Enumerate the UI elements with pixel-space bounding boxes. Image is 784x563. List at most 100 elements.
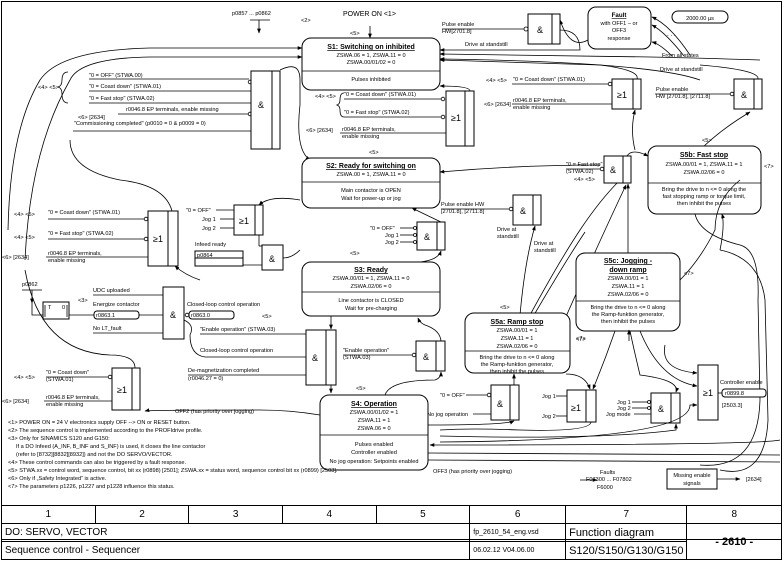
svg-text:No jog operation: Setpoints en: No jog operation: Setpoints enabled [330,459,419,465]
svg-text:Controller enabled: Controller enabled [351,450,397,456]
svg-text:OFF3: OFF3 [612,28,626,34]
svg-text:ZSWA.02/06 = 0: ZSWA.02/06 = 0 [684,170,725,176]
svg-text:&: & [658,404,664,414]
svg-text:0: 0 [62,305,65,311]
r0899-field [721,388,767,398]
svg-text:<5>: <5> [350,251,360,257]
svg-text:No LT_fault: No LT_fault [93,326,122,332]
svg-text:≥1: ≥1 [571,403,581,413]
svg-text:Bring the drive to n <= 0 alon: Bring the drive to n <= 0 along the [662,187,746,193]
svg-text:<3>: <3> [78,298,88,304]
timer-badge [671,10,729,24]
hw-2701-label: HW[2701.8] [442,29,472,35]
svg-text:Jog 1: Jog 1 [617,400,631,406]
svg-text:ZSWA.00/01/02 = 1: ZSWA.00/01/02 = 1 [350,410,399,416]
svg-text:(STWA.03): (STWA.03) [343,355,371,361]
footnotes: <1> POWER ON = 24 V electronics supply O… [8,420,338,490]
s5c-title: S5c: Jogging - [604,258,653,265]
svg-text:UDC uploaded: UDC uploaded [93,288,130,294]
svg-text:ZSWA.00/01 = 1: ZSWA.00/01 = 1 [608,276,649,282]
svg-text:<7>: <7> [684,271,694,277]
s1-desc: Pulses inhibited [351,77,390,83]
and-gate-fast-stop: & [603,155,632,184]
svg-text:"0 = Fast stop" (STWA.02): "0 = Fast stop" (STWA.02) [344,110,410,116]
device-list: S120/S150/G130/G150 [565,541,688,560]
s5b-title: S5b: Fast stop [680,152,728,159]
or-gate-controller-enable: ≥1 [697,364,719,421]
svg-text:standstill: standstill [497,234,519,240]
svg-text:the Ramp-funktion generator,: the Ramp-funktion generator, [592,312,665,318]
svg-text:r0046.8 EP terminals, enable m: r0046.8 EP terminals, enable missing [126,107,219,113]
svg-text:enable missing: enable missing [46,402,83,408]
svg-text:then inhibit the pulses: then inhibit the pulses [490,369,544,375]
and-gate-jog-mode: & [650,392,681,424]
svg-text:[2701.8], [2711.8]: [2701.8], [2711.8] [441,209,485,215]
svg-text:Jog 2: Jog 2 [202,226,216,232]
svg-text:Line contactor is CLOSED: Line contactor is CLOSED [338,298,403,304]
svg-text:"0 = Coast down" (STWA.01): "0 = Coast down" (STWA.01) [344,92,416,98]
from-all-states-label: From all states [662,53,699,59]
svg-text:&: & [423,352,429,362]
svg-text:&: & [537,25,543,35]
state-s5c: S5c: Jogging - down ramp ZSWA.00/01 = 1 … [575,252,681,332]
svg-text:"0 = Coast down": "0 = Coast down" [46,370,89,376]
svg-text:HW [2701.8], [2711.8]: HW [2701.8], [2711.8] [656,94,710,100]
or-gate-coast-right: ≥1 [611,78,642,110]
svg-text:&: & [269,254,275,264]
page-number: - 2610 - [686,523,782,560]
svg-text:&: & [424,232,430,242]
s1-line: ZSWA.06 = 1, ZSWA.11 = 0 [336,53,405,59]
svg-text:≥1: ≥1 [703,388,713,398]
svg-text:Closed-loop control operation: Closed-loop control operation [200,348,273,354]
signal-off: "0 = OFF" (STWA.00) [89,73,143,79]
svg-text:p0864: p0864 [197,253,213,259]
svg-text:&: & [610,165,616,175]
svg-text:Wait for pre-charging: Wait for pre-charging [345,306,397,312]
signal-fast: "0 = Fast stop" (STWA.02) [89,96,155,102]
svg-text:<4> <5>: <4> <5> [486,78,507,84]
svg-text:"Enable operation" (STWA.03): "Enable operation" (STWA.03) [200,327,275,333]
svg-text:Wait for power-up or jog: Wait for power-up or jog [341,196,400,202]
svg-text:<7>: <7> [576,337,586,343]
svg-text:<5>: <5> [702,138,712,144]
svg-text:[2634]: [2634] [746,477,762,483]
svg-text:ZSWA.02/06 = 0: ZSWA.02/06 = 0 [351,284,392,290]
svg-text:ZSWA.02/06 = 0: ZSWA.02/06 = 0 [608,292,649,298]
svg-text:No jog operation: No jog operation [427,412,468,418]
do-label: DO: SERVO, VECTOR [0,523,471,542]
and-gate-s3-s4: & [305,329,337,386]
svg-text:≥1: ≥1 [153,234,163,244]
svg-text:<4> <5>: <4> <5> [38,85,59,91]
svg-text:Pulses enabled: Pulses enabled [355,442,393,448]
svg-text:<4> <5>: <4> <5> [14,235,35,241]
svg-text:. . .: . . . [667,31,676,38]
or-gate-off-jog: ≥1 [233,204,264,236]
svg-text:"0 = OFF": "0 = OFF" [186,208,211,214]
state-s5b: S5b: Fast stop ZSWA.00/01 = 1, ZSWA.11 =… [647,145,762,215]
svg-text:≥1: ≥1 [239,216,249,226]
svg-text:≥1: ≥1 [617,90,627,100]
svg-text:fast stopping ramp or torque l: fast stopping ramp or torque limit, [662,194,745,200]
svg-text:ZSWA.11 = 1: ZSWA.11 = 1 [612,284,645,290]
svg-text:<5>: <5> [356,386,366,392]
svg-text:Jog 2: Jog 2 [542,414,556,420]
svg-text:<4> <5>: <4> <5> [315,94,336,100]
s5a-title: S5a: Ramp stop [491,319,544,326]
svg-text:<6> Only if „Safety Integrated: <6> Only if „Safety Integrated“ is activ… [8,476,107,482]
svg-text:<4> <5>: <4> <5> [14,375,35,381]
or-gate-jog: ≥1 [566,389,597,423]
svg-text:the Ramp-funktion generator,: the Ramp-funktion generator, [481,362,554,368]
svg-text:<4> <5>: <4> <5> [14,212,35,218]
fault-title: Fault [612,12,627,19]
or-gate-s1-return: ≥1 [445,90,475,147]
state-s5a: S5a: Ramp stop ZSWA.00/01 = 1 ZSWA.11 = … [464,312,571,375]
svg-text:Missing enable: Missing enable [673,473,710,479]
svg-text:response: response [607,36,630,42]
s4-title: S4: Operation [351,401,397,408]
svg-text:"0 = Fast stop" (STWA.02): "0 = Fast stop" (STWA.02) [48,231,114,237]
svg-text:&: & [497,399,503,409]
svg-text:T: T [48,305,52,311]
timer-value: 2000.00 µs [686,16,714,22]
svg-text:Drive at: Drive at [534,241,554,247]
and-gate-pulse-enable: & [527,13,561,45]
